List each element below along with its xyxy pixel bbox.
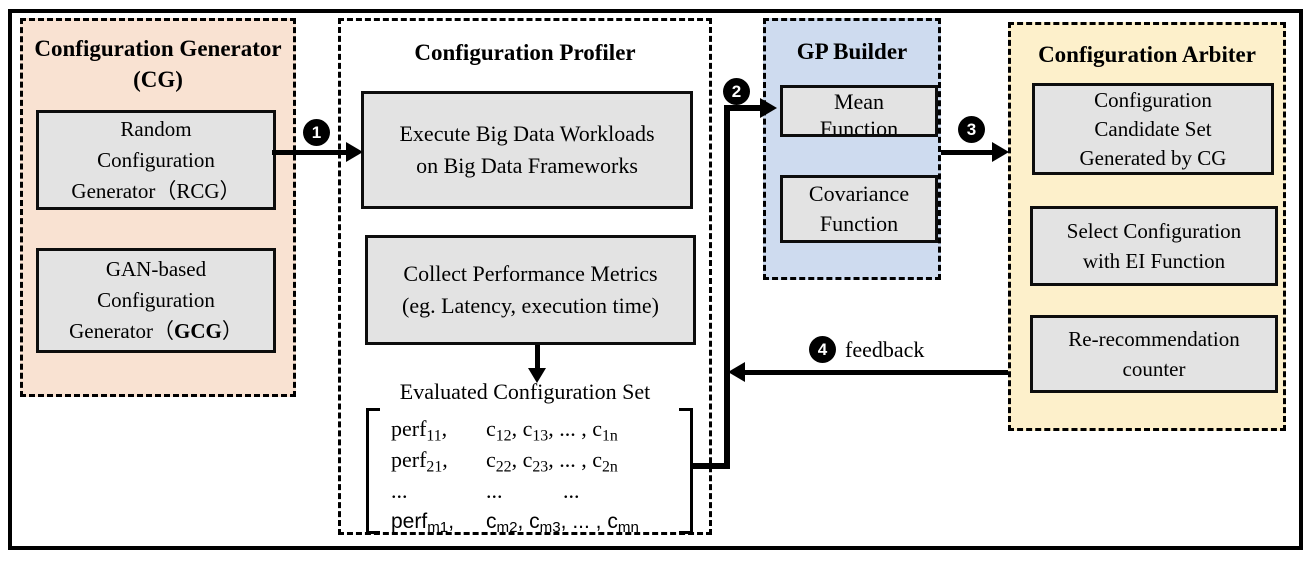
panel-configuration-profiler: Configuration Profiler Execute Big Data …: [338, 18, 712, 535]
panel-configuration-arbiter: Configuration Arbiter Configuration Cand…: [1008, 22, 1286, 431]
collect-metrics-box: Collect Performance Metrics (eg. Latency…: [365, 235, 696, 345]
matrix-cell: ...: [391, 478, 408, 503]
panel-title-gp: GP Builder: [796, 39, 908, 64]
panel-configuration-generator: Configuration Generator (CG) Random Conf…: [20, 18, 296, 397]
matrix-left-bracket: [366, 408, 380, 534]
arrow4-head-icon: [728, 362, 745, 382]
execute-workloads-box: Execute Big Data Workloads on Big Data F…: [361, 91, 693, 209]
gcg-box-lines: GAN-based Configuration: [97, 257, 215, 312]
panel-title-cg: Configuration Generator (CG): [23, 33, 293, 95]
matrix-cell: perfm1,: [391, 510, 455, 537]
rerecommendation-counter-box: Re-recommendation counter: [1030, 315, 1278, 393]
step4-badge: 4: [809, 336, 836, 363]
outer-frame: [8, 9, 1303, 550]
arrow3-line: [941, 150, 994, 155]
cg-title-line2: (CG): [133, 67, 183, 92]
matrix-row: .........: [391, 475, 681, 506]
mean-function-box: Mean Function: [780, 85, 938, 137]
matrix-rows: perf11, c12, c13, ... , c1n perf21, c22, c2…: [391, 413, 681, 537]
candidate-set-box: Configuration Candidate Set Generated by…: [1032, 83, 1274, 175]
matrix-right-bracket: [679, 408, 693, 534]
matrix-row: perf11, c12, c13, ... , c1n: [391, 413, 681, 444]
arrow2-head-icon: [760, 98, 777, 118]
matrix-cell: c22, c23, ... , c2n: [486, 447, 618, 476]
cg-title-line1: Configuration Generator: [34, 36, 282, 61]
matrix-cell: ...: [563, 478, 580, 503]
arrow4-line: [744, 370, 1008, 375]
select-configuration-box: Select Configuration with EI Function: [1030, 206, 1278, 286]
covariance-function-box: Covariance Function: [780, 175, 938, 243]
panel-title-profiler: Configuration Profiler: [414, 40, 636, 65]
matrix-cell: perf11,: [391, 416, 448, 445]
panel-gp-builder: GP Builder Mean Function Covariance Func…: [763, 18, 941, 280]
step2-badge: 2: [723, 78, 750, 105]
matrix-row: perfm1, cm2, cm3, ... , cmn: [391, 506, 681, 537]
down-arrow-line: [535, 345, 540, 369]
arrow1-head-icon: [346, 142, 363, 162]
arrow3-head-icon: [992, 142, 1009, 162]
matrix-cell: ...: [486, 478, 503, 503]
gcg-bold-label: GCG: [174, 319, 222, 343]
connector2-vertical-line: [724, 105, 730, 469]
evaluated-set-label: Evaluated Configuration Set: [399, 379, 651, 404]
gcg-box: GAN-based Configuration Generator（GCG）: [36, 248, 276, 353]
down-arrow-head-icon: [528, 368, 546, 383]
arrow1-line: [272, 150, 348, 155]
step1-badge: 1: [303, 119, 330, 146]
matrix-cell: c12, c13, ... , c1n: [486, 416, 618, 445]
feedback-label: feedback: [845, 337, 925, 362]
matrix-row: perf21, c22, c23, ... , c2n: [391, 444, 681, 475]
gcg-box-line3: Generator（GCG）: [69, 319, 243, 343]
matrix-cell: perf21,: [391, 447, 448, 476]
connector2-top-line: [724, 105, 762, 111]
rcg-box: Random Configuration Generator（RCG）: [36, 110, 276, 210]
matrix-cell: cm2, cm3, ... , cmn: [486, 510, 639, 537]
panel-title-arbiter: Configuration Arbiter: [1038, 42, 1256, 67]
connector2-bottom-line: [690, 463, 730, 469]
step3-badge: 3: [958, 116, 985, 143]
